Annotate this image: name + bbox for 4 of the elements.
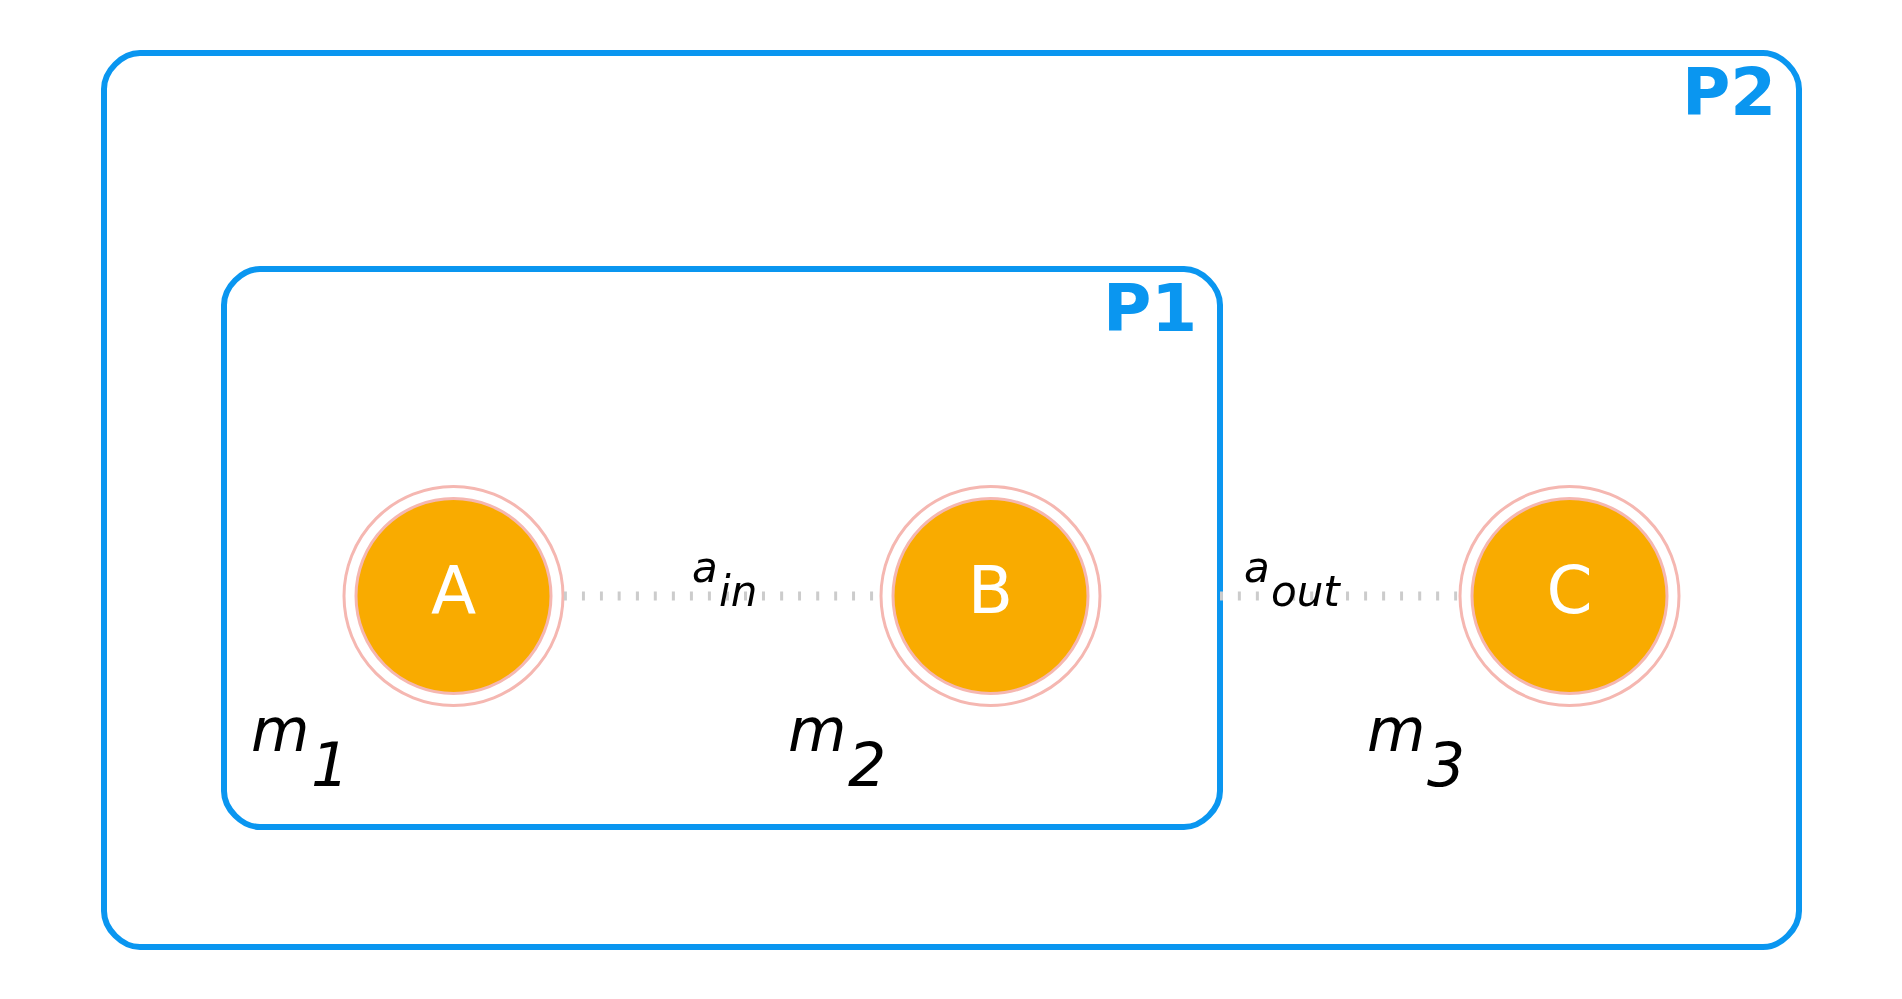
node-circle: A — [342, 484, 564, 707]
node-circle: C — [1458, 484, 1680, 707]
connector — [1219, 591, 1459, 600]
node-circle: B — [879, 484, 1101, 707]
